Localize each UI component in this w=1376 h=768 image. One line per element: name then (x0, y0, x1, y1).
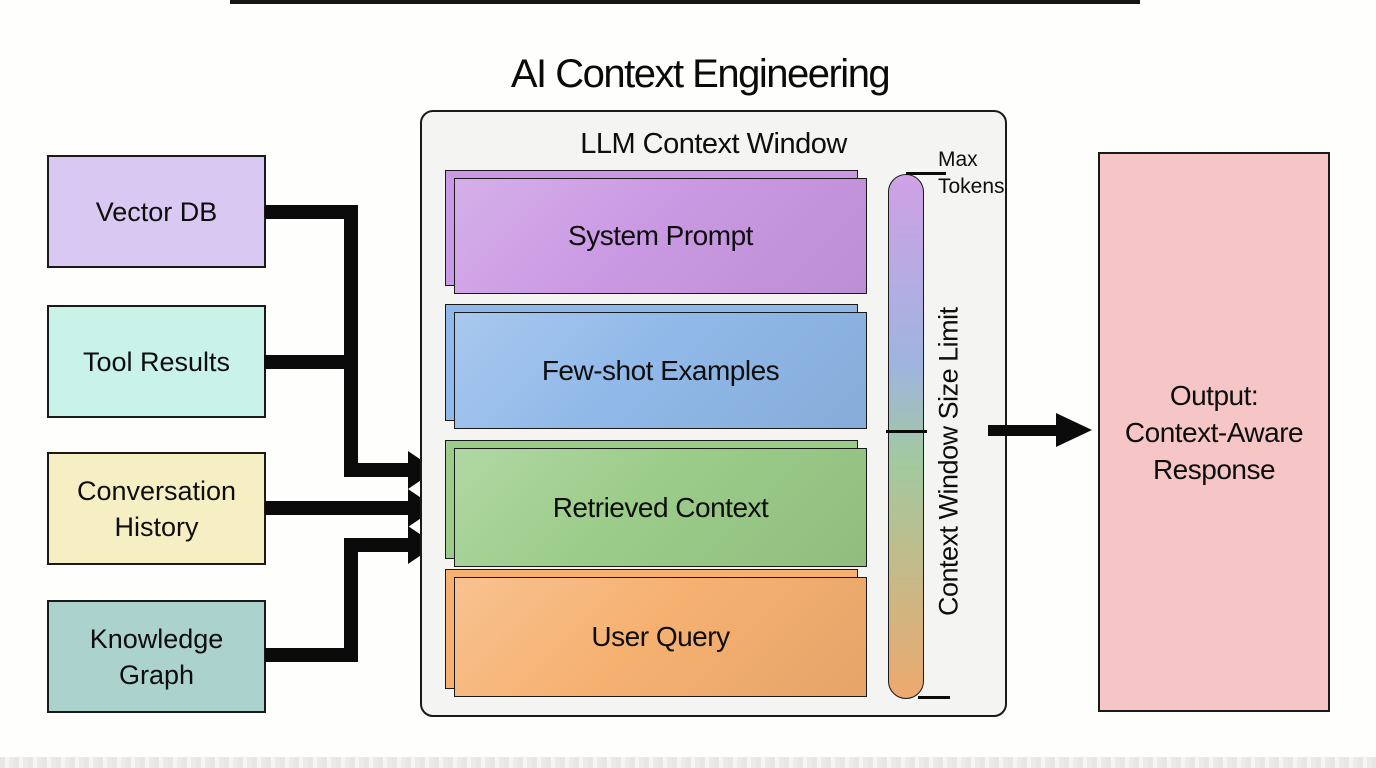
diagram-title: AI Context Engineering (510, 52, 891, 96)
gauge-max-label-line2: Tokens (938, 175, 1005, 198)
output-label-line2: Context-Aware (1124, 416, 1304, 448)
segment-few-shot-examples: Few-shot Examples (445, 304, 867, 429)
source-label-conversation-history: Conversation History (76, 475, 237, 542)
output-label-line3: Response (1152, 453, 1276, 485)
connector-trunk-lower (344, 538, 358, 662)
gauge-axis-label: Context Window Size Limit (933, 307, 964, 617)
source-box-knowledge-graph: Knowledge Graph (47, 600, 266, 713)
segment-retrieved-context: Retrieved Context (445, 440, 867, 567)
gauge-tick-max (906, 172, 946, 175)
segment-front-layer: System Prompt (454, 178, 867, 294)
gauge-tick-min (918, 696, 950, 699)
gauge-tick-current (886, 430, 927, 433)
connector-arrow1-line (344, 463, 410, 477)
connector-tool-results (264, 355, 358, 369)
segment-front-layer: User Query (454, 577, 867, 697)
gauge-max-label-line1: Max (938, 148, 978, 171)
source-label-vector-db: Vector DB (95, 196, 218, 227)
segment-front-layer: Retrieved Context (454, 448, 867, 567)
source-box-conversation-history: Conversation History (47, 452, 266, 565)
connector-output-line (988, 425, 1058, 436)
scan-artifact-bottom (0, 757, 1376, 768)
segment-label-retrieved-context: Retrieved Context (552, 491, 769, 523)
source-box-vector-db: Vector DB (47, 155, 266, 268)
segment-label-system-prompt: System Prompt (568, 220, 753, 251)
connector-conversation-history (265, 501, 410, 515)
arrowhead-output-icon (1056, 413, 1092, 447)
segment-label-few-shot-examples: Few-shot Examples (541, 354, 780, 386)
llm-context-window-title: LLM Context Window (580, 128, 847, 160)
connector-arrow3-line (344, 538, 410, 552)
source-label-tool-results: Tool Results (82, 346, 231, 377)
source-box-tool-results: Tool Results (47, 305, 266, 418)
gauge-max-tokens-label: Max Tokens (938, 146, 1028, 200)
llm-context-window-panel: LLM Context Window System Prompt Few-sho… (420, 110, 1007, 717)
segment-system-prompt: System Prompt (445, 170, 867, 294)
segment-front-layer: Few-shot Examples (454, 312, 867, 429)
segment-user-query: User Query (445, 569, 867, 697)
segment-label-user-query: User Query (591, 621, 730, 652)
connector-knowledge-graph (265, 648, 358, 662)
source-label-knowledge-graph: Knowledge Graph (89, 623, 224, 690)
output-box: Output: Context-Aware Response (1098, 152, 1330, 712)
output-label-line1: Output: (1169, 379, 1259, 411)
token-gauge-bar (888, 174, 924, 699)
connector-vector-db (265, 205, 358, 219)
connector-trunk-upper (344, 205, 358, 477)
scan-artifact-top (230, 0, 1140, 4)
